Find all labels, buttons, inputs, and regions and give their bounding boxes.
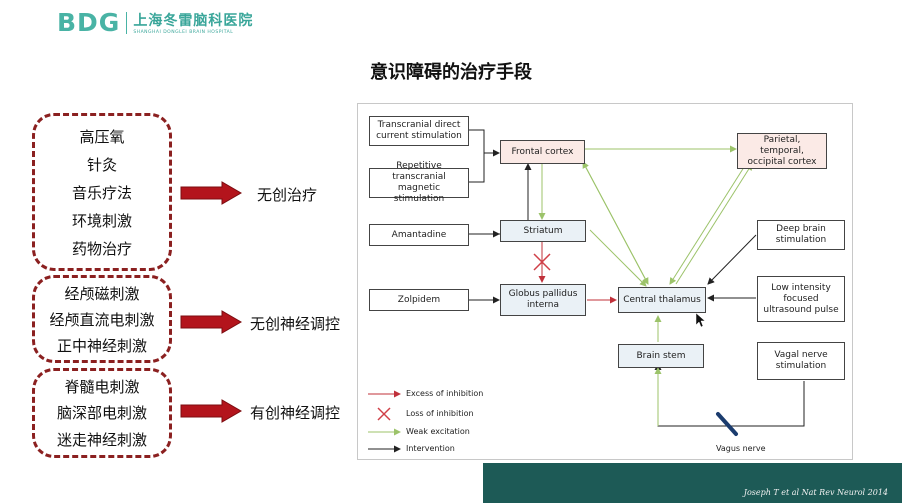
logo-text: 上海冬雷脑科医院 SHANGHAI DONGLEI BRAIN HOSPITAL	[133, 10, 253, 35]
group-item: 正中神经刺激	[56, 336, 147, 355]
box-rtms: Repetitive transcranial magnetic stimula…	[369, 161, 469, 204]
box-deep-brain-stimulation: Deep brain stimulation	[757, 220, 845, 250]
consciousness-treatment-diagram: Transcranial direct current stimulation …	[357, 103, 853, 460]
group-noninvasive-therapy: 高压氧 针灸 音乐疗法 环境刺激 药物治疗	[32, 113, 172, 271]
logo-name-en: SHANGHAI DONGLEI BRAIN HOSPITAL	[133, 30, 234, 35]
box-frontal-cortex: Frontal cortex	[500, 140, 585, 164]
loss-of-inhibition-cross-icon	[533, 253, 551, 271]
slide-title: 意识障碍的治疗手段	[370, 62, 532, 83]
citation-text: Joseph T et al Nat Rev Neurol 2014	[743, 488, 888, 497]
legend-samples	[368, 390, 401, 453]
logo-divider	[126, 11, 128, 34]
group-item: 脊髓电刺激	[64, 377, 140, 396]
legend-label: Intervention	[406, 444, 455, 453]
box-vagal-nerve-stimulation: Vagal nerve stimulation	[757, 342, 845, 380]
category-label: 有创神经调控	[250, 404, 341, 422]
group-invasive-neuromodulation: 脊髓电刺激 脑深部电刺激 迷走神经刺激	[32, 368, 172, 458]
cursor-icon	[695, 312, 706, 328]
group-item: 药物治疗	[71, 239, 132, 258]
legend-label: Weak excitation	[406, 427, 470, 436]
box-central-thalamus: Central thalamus	[618, 287, 706, 313]
intervention-arrows	[469, 129, 805, 427]
diagram-connections	[368, 129, 805, 453]
box-striatum: Striatum	[500, 220, 586, 242]
box-low-intensity-ultrasound: Low intensity focused ultrasound pulse	[757, 276, 845, 322]
group-item: 环境刺激	[71, 211, 132, 230]
box-parietal-cortex: Parietal, temporal, occipital cortex	[737, 133, 827, 169]
vagus-nerve-icon	[716, 412, 738, 436]
group-item: 经颅直流电刺激	[49, 310, 155, 329]
hospital-logo: BDG 上海冬雷脑科医院 SHANGHAI DONGLEI BRAIN HOSP…	[57, 8, 253, 37]
box-zolpidem: Zolpidem	[369, 289, 469, 311]
weak-excitation-arrows	[538, 145, 753, 426]
group-item: 高压氧	[79, 127, 125, 146]
group-item: 音乐疗法	[71, 183, 132, 202]
group-item: 针灸	[86, 155, 117, 174]
category-label: 无创神经调控	[250, 315, 341, 333]
logo-name-cn: 上海冬雷脑科医院	[133, 13, 254, 29]
logo-mark: BDG	[57, 8, 121, 37]
legend-label: Loss of inhibition	[406, 409, 474, 418]
box-brain-stem: Brain stem	[618, 344, 704, 368]
group-item: 经颅磁刺激	[64, 284, 140, 303]
box-amantadine: Amantadine	[369, 224, 469, 246]
legend-label: Excess of inhibition	[406, 389, 484, 398]
group-item: 迷走神经刺激	[56, 431, 147, 450]
citation-bar: Joseph T et al Nat Rev Neurol 2014	[483, 463, 902, 503]
box-globus-pallidus: Globus pallidus interna	[500, 284, 586, 316]
arrow-right-icon	[180, 399, 242, 423]
group-noninvasive-neuromodulation: 经颅磁刺激 经颅直流电刺激 正中神经刺激	[32, 275, 172, 363]
vagus-nerve-label: Vagus nerve	[716, 444, 766, 453]
group-item: 脑深部电刺激	[56, 404, 147, 423]
category-label: 无创治疗	[257, 186, 318, 204]
arrow-right-icon	[180, 310, 242, 334]
box-tdcs: Transcranial direct current stimulation	[369, 116, 469, 146]
arrow-right-icon	[180, 181, 242, 205]
